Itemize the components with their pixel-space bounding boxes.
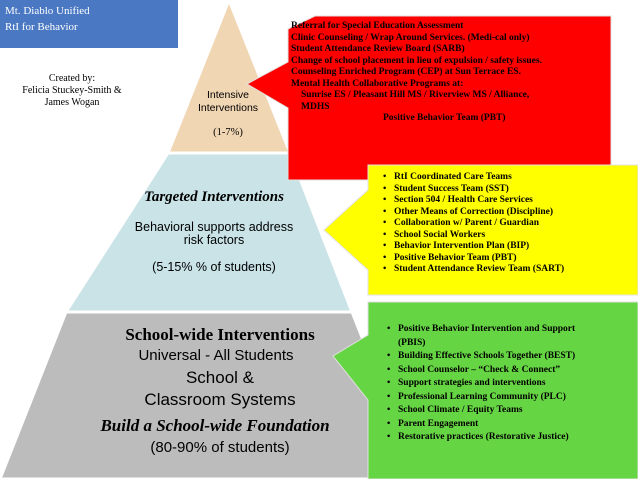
header-box: Mt. Diablo Unified RtI for Behavior bbox=[0, 0, 178, 48]
red-item-extra: Positive Behavior Team (PBT) bbox=[383, 113, 506, 123]
green-item: School Climate / Equity Teams bbox=[387, 404, 636, 418]
yellow-callout-text: RtI Coordinated Care Teams Student Succe… bbox=[380, 172, 635, 276]
top-tier-line-1: Intensive bbox=[206, 89, 250, 101]
top-tier-text: Intensive Interventions (1-7%) bbox=[178, 89, 278, 139]
bottom-tier-pct: (80-90% of students) bbox=[150, 439, 290, 456]
green-item: Restorative practices (Restorative Justi… bbox=[387, 431, 636, 445]
yellow-item: Behavior Intervention Plan (BIP) bbox=[383, 241, 635, 253]
red-callout-text: Referral for Special Education Assessmen… bbox=[291, 21, 609, 125]
yellow-list: RtI Coordinated Care Teams Student Succe… bbox=[380, 172, 635, 276]
bottom-tier-title: School-wide Interventions bbox=[125, 325, 315, 344]
green-item: Parent Engagement bbox=[387, 418, 636, 432]
credit-line-1: Created by: bbox=[48, 73, 96, 84]
green-item-continued: (PBIS) bbox=[398, 337, 426, 348]
top-tier-pct: (1-7%) bbox=[213, 127, 243, 138]
green-item: Professional Learning Community (PLC) bbox=[387, 391, 636, 405]
red-item: Student Attendance Review Board (SARB) bbox=[291, 44, 465, 54]
red-callout-arrow bbox=[245, 15, 612, 181]
red-item: Mental Health Collaborative Programs at: bbox=[291, 78, 464, 89]
red-item: Referral for Special Education Assessmen… bbox=[291, 21, 464, 31]
credit-block: Created by: Felicia Stuckey-Smith & Jame… bbox=[12, 73, 132, 109]
red-item: Sunrise ES / Pleasant Hill MS / Rivervie… bbox=[301, 90, 530, 100]
credit-line-3: James Wogan bbox=[44, 97, 100, 108]
red-item: Counseling Enriched Program (CEP) at Sun… bbox=[291, 67, 521, 77]
green-item: Support strategies and interventions bbox=[387, 377, 636, 391]
yellow-item: School Social Workers bbox=[383, 230, 635, 242]
top-tier-line-2: Interventions bbox=[197, 102, 259, 114]
header-line-2: RtI for Behavior bbox=[5, 21, 78, 33]
middle-tier-line-2: risk factors bbox=[183, 233, 245, 247]
middle-tier-line-1: Behavioral supports address bbox=[134, 220, 294, 234]
bottom-tier-text: School-wide Interventions Universal - Al… bbox=[70, 325, 370, 459]
bottom-tier-foundation: Build a School-wide Foundation bbox=[100, 416, 330, 435]
bottom-tier-line-1: Universal - All Students bbox=[138, 347, 294, 364]
yellow-item: RtI Coordinated Care Teams bbox=[383, 172, 635, 184]
bottom-tier-line-2: School & bbox=[185, 368, 255, 387]
yellow-item: Section 504 / Health Care Services bbox=[383, 195, 635, 207]
yellow-item: Student Attendance Review Team (SART) bbox=[383, 264, 635, 276]
green-callout-text: Positive Behavior Intervention and Suppo… bbox=[384, 323, 636, 445]
yellow-item: Positive Behavior Team (PBT) bbox=[383, 253, 635, 265]
green-item: School Counselor – “Check & Connect” bbox=[387, 364, 636, 378]
red-item: MDHS bbox=[301, 101, 330, 112]
green-item: Positive Behavior Intervention and Suppo… bbox=[387, 323, 636, 337]
yellow-item: Other Means of Correction (Discipline) bbox=[383, 207, 635, 219]
green-item: Building Effective Schools Together (BES… bbox=[387, 350, 636, 364]
header-line-1: Mt. Diablo Unified bbox=[5, 5, 90, 17]
middle-tier-pct: (5-15% % of students) bbox=[152, 260, 276, 274]
middle-tier-text: Targeted Interventions Behavioral suppor… bbox=[98, 188, 330, 274]
green-list-rest: Building Effective Schools Together (BES… bbox=[384, 350, 636, 445]
yellow-item: Student Success Team (SST) bbox=[383, 184, 635, 196]
credit-line-2: Felicia Stuckey-Smith & bbox=[22, 85, 122, 96]
red-item: Change of school placement in lieu of ex… bbox=[291, 55, 542, 66]
red-item: Clinic Counseling / Wrap Around Services… bbox=[291, 32, 530, 43]
green-list: Positive Behavior Intervention and Suppo… bbox=[384, 323, 636, 337]
pyramid-bottom-tier bbox=[0, 310, 420, 479]
yellow-item: Collaboration w/ Parent / Guardian bbox=[383, 218, 635, 230]
middle-tier-title: Targeted Interventions bbox=[144, 189, 284, 205]
bottom-tier-line-3: Classroom Systems bbox=[144, 390, 296, 409]
